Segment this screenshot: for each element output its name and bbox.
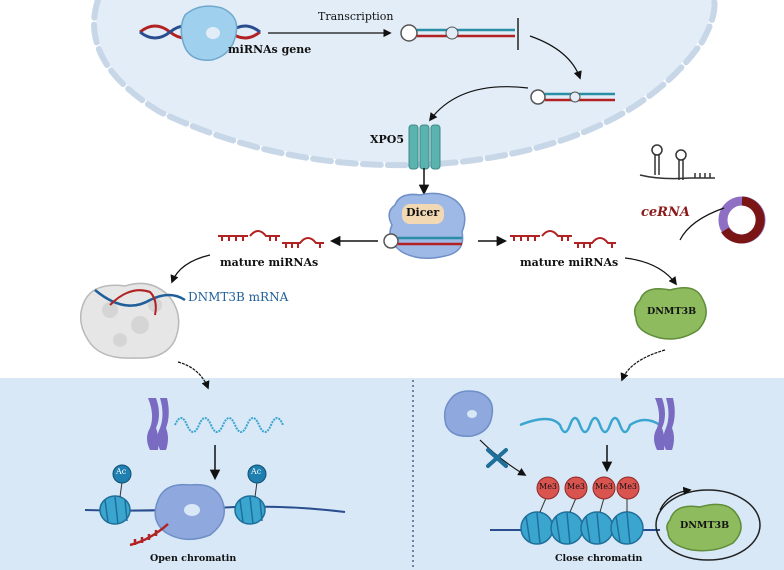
ac-mark-right	[247, 464, 267, 484]
me3-label-4: Me3	[619, 482, 638, 491]
cerna-hairpins	[639, 144, 715, 180]
compact-nucleosomes	[520, 511, 644, 545]
ac-label-right: Ac	[251, 467, 262, 476]
ac-mark-left	[112, 464, 132, 484]
dnmt3b-protein-shape	[633, 287, 707, 340]
ac-label-left: Ac	[116, 467, 127, 476]
close-chromatin-label: Close chromatin	[555, 553, 643, 564]
dicer-label: Dicer	[406, 206, 440, 219]
rna-polymerase-icon	[180, 5, 238, 61]
close-chromatin-fiber	[519, 416, 661, 434]
dnmt3b-circle-group	[655, 486, 761, 561]
nascent-rna	[129, 523, 169, 547]
chromosome-right	[654, 398, 675, 450]
processing-arrow	[529, 35, 582, 80]
dnmt3b-protein-label: DNMT3B	[647, 306, 697, 317]
open-chromatin-fiber	[174, 417, 284, 433]
mirna-bound	[109, 289, 157, 316]
nucleosome-left-2	[234, 495, 266, 525]
cerna-label: ceRNA	[641, 205, 690, 220]
xpo5-channel	[408, 124, 441, 170]
dnmt3b-down-arrow	[620, 349, 666, 382]
xpo5-label: XPO5	[370, 133, 405, 146]
mature-mirnas-left	[218, 230, 324, 248]
dnmt3b-circle-label: DNMT3B	[680, 520, 730, 531]
transcription-label: Transcription	[318, 10, 394, 23]
dicer-enzyme	[383, 192, 466, 259]
blocked-arrow	[479, 439, 527, 476]
me3-marks	[536, 476, 640, 513]
me3-label-3: Me3	[595, 482, 614, 491]
block-x-icon	[486, 448, 508, 468]
mature-mirnas-left-label: mature miRNAs	[220, 256, 319, 269]
cerna-arrow	[679, 207, 725, 241]
to-dnmt3b-arrow	[624, 257, 677, 286]
ribosome-icon	[79, 282, 180, 359]
me3-label-1: Me3	[539, 482, 558, 491]
inactive-polymerase-icon	[443, 390, 494, 438]
me3-label-2: Me3	[567, 482, 586, 491]
mrna-strand	[94, 289, 186, 307]
circular-rna	[718, 196, 766, 244]
mature-mirnas-right-label: mature miRNAs	[520, 256, 619, 269]
mirna-to-ribosome-arrow	[170, 254, 211, 284]
chromosome-left	[147, 398, 169, 450]
pri-mirna	[400, 18, 519, 50]
nucleosome-left-1	[99, 495, 131, 525]
dnmt3b-mrna-label: DNMT3B mRNA	[188, 290, 289, 304]
mirnas-gene-label: miRNAs gene	[228, 43, 312, 56]
nucleus	[96, 0, 713, 163]
mature-mirnas-right	[510, 230, 616, 248]
pre-mirna	[530, 89, 615, 105]
ribosome-down-arrow	[177, 361, 210, 390]
rna-polymerase-transcribing-icon	[154, 483, 225, 541]
open-chromatin-label: Open chromatin	[150, 553, 237, 564]
export-arrow	[428, 86, 529, 122]
